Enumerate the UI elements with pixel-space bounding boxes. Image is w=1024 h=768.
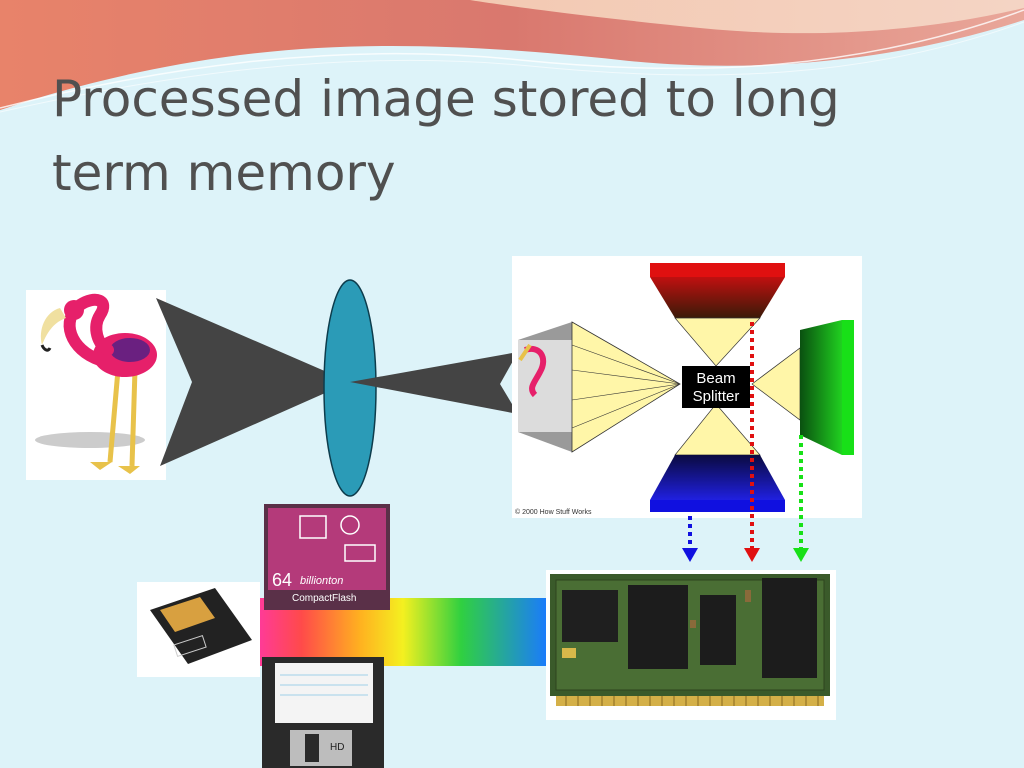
floppy-label: HD bbox=[330, 742, 344, 753]
slide-title: Processed image stored to long term memo… bbox=[52, 70, 840, 202]
blue-arrow-icon bbox=[682, 548, 698, 562]
green-arrow-icon bbox=[793, 548, 809, 562]
memory-module bbox=[546, 570, 836, 720]
compactflash-card: 64 billionton CompactFlash bbox=[264, 504, 390, 610]
header-wave-decoration bbox=[0, 0, 1024, 113]
cf-capacity: 64 bbox=[272, 570, 292, 590]
beam-splitter-label-line2: Splitter bbox=[693, 388, 740, 405]
outgoing-light-cone bbox=[350, 352, 518, 414]
lens bbox=[323, 279, 377, 497]
copyright-text: © 2000 How Stuff Works bbox=[515, 508, 592, 516]
cf-brand: billionton bbox=[300, 575, 343, 587]
cf-type: CompactFlash bbox=[292, 593, 356, 604]
red-arrow-icon bbox=[744, 548, 760, 562]
channel-arrows bbox=[682, 516, 809, 562]
floppy-disk: HD bbox=[262, 657, 384, 768]
incoming-light-cone bbox=[156, 298, 350, 466]
flamingo-image bbox=[26, 290, 166, 480]
beam-splitter-label-line1: Beam bbox=[696, 370, 735, 387]
beam-splitter-illustration: Beam Splitter © 2000 How Stuff Works bbox=[512, 256, 862, 548]
smartmedia-card bbox=[137, 582, 260, 677]
